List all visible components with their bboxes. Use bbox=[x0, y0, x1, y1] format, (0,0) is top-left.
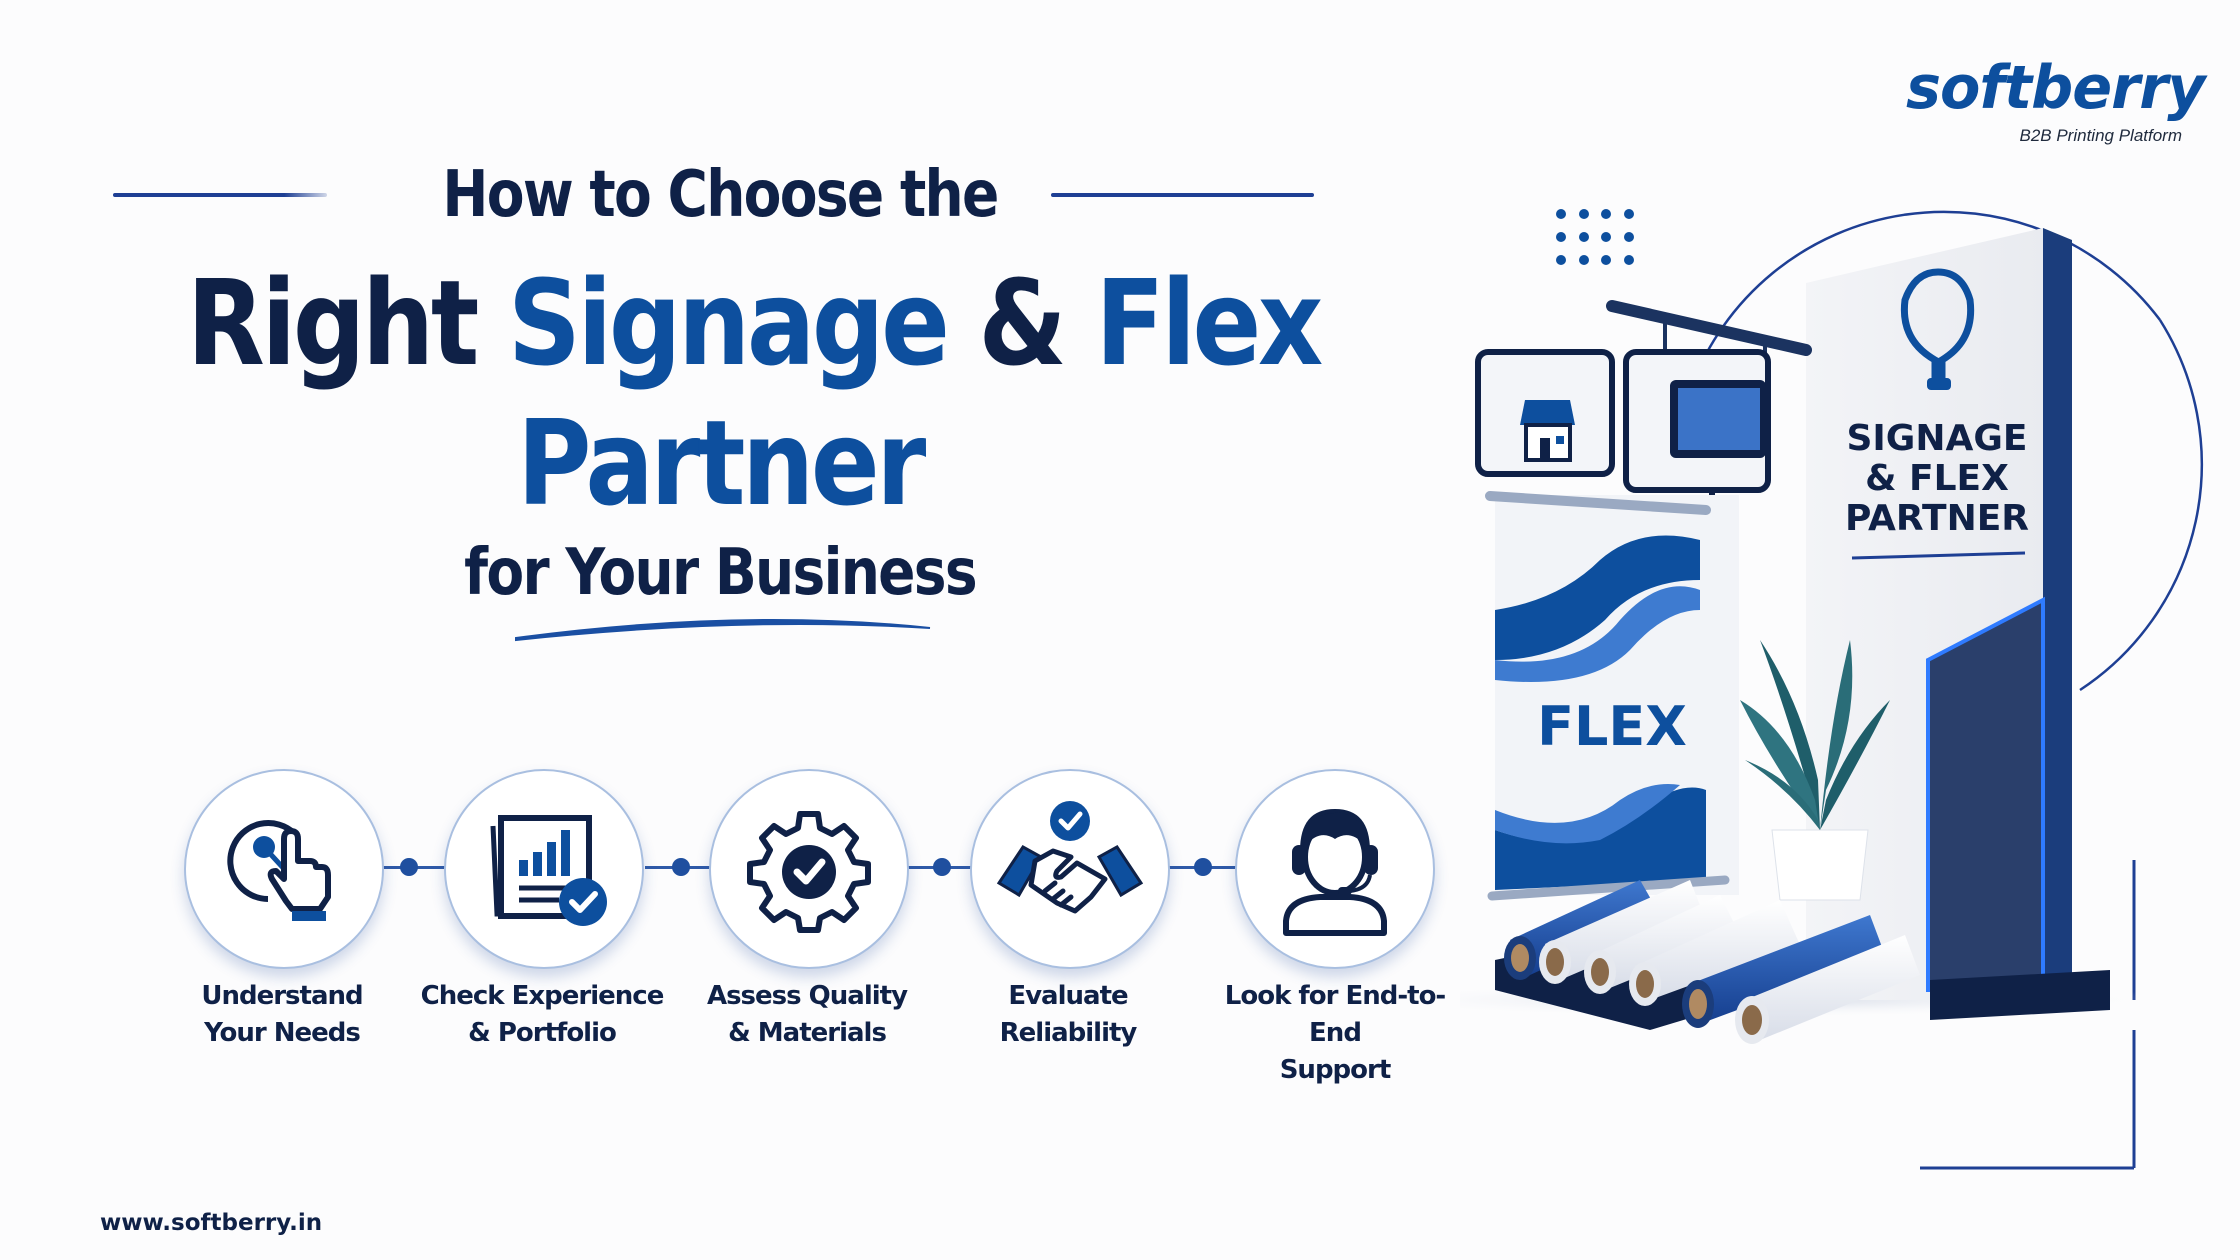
flex-rolls bbox=[1504, 880, 1920, 1044]
connector-dot bbox=[400, 858, 418, 876]
connector-dot bbox=[1194, 858, 1212, 876]
title-right-rule bbox=[1051, 193, 1314, 197]
title-left-rule bbox=[113, 193, 327, 197]
headline-word-right: Right bbox=[186, 254, 480, 392]
step-check-experience[interactable] bbox=[444, 769, 644, 969]
banner-text: FLEX bbox=[1537, 695, 1687, 758]
headline-line-2: Right Signage & Flex bbox=[186, 253, 1324, 393]
handshake-check-icon bbox=[996, 801, 1144, 914]
gear-check-icon bbox=[747, 811, 871, 933]
pillar-text-line2: & FLEX bbox=[1865, 458, 2009, 499]
brand-logo[interactable]: softberry B2B Printing Platform bbox=[1900, 53, 2206, 146]
step-understand-needs[interactable] bbox=[184, 769, 384, 969]
step-label: Look for End-to-End Support bbox=[1224, 981, 1446, 1085]
step-label: Check Experience & Portfolio bbox=[420, 981, 665, 1048]
signage-illustration: SIGNAGE & FLEX PARTNER FLEX bbox=[1460, 210, 2204, 1170]
hand-pointer-target-icon bbox=[227, 820, 331, 921]
headline-word-flex: Flex bbox=[1095, 254, 1323, 392]
connector-dot bbox=[933, 858, 951, 876]
headline-line-4: for Your Business bbox=[464, 536, 977, 610]
step-label: Evaluate Reliability bbox=[999, 981, 1138, 1048]
headline-line-1: How to Choose the bbox=[442, 158, 999, 232]
step-label: Assess Quality & Materials bbox=[706, 981, 908, 1048]
report-check-icon bbox=[490, 815, 607, 926]
title-underline-swoosh bbox=[515, 619, 931, 642]
brand-name: softberry bbox=[1906, 53, 2206, 123]
headline-word-signage: Signage bbox=[507, 254, 950, 392]
website-link[interactable]: www.softberry.in bbox=[100, 1210, 323, 1236]
pillar-text-line1: SIGNAGE bbox=[1846, 418, 2027, 459]
pillar-text-line3: PARTNER bbox=[1845, 498, 2029, 539]
brand-tagline: B2B Printing Platform bbox=[2019, 126, 2182, 145]
decorative-dot-grid bbox=[1556, 209, 1646, 269]
step-end-to-end-support[interactable] bbox=[1235, 769, 1435, 969]
headline-ampersand: & bbox=[978, 254, 1066, 392]
headline-line-3: Partner bbox=[517, 394, 926, 532]
step-evaluate-reliability[interactable] bbox=[970, 769, 1170, 969]
step-assess-quality[interactable] bbox=[709, 769, 909, 969]
headset-support-icon bbox=[1283, 809, 1387, 936]
step-label: Understand Your Needs bbox=[201, 981, 363, 1048]
connector-dot bbox=[672, 858, 690, 876]
